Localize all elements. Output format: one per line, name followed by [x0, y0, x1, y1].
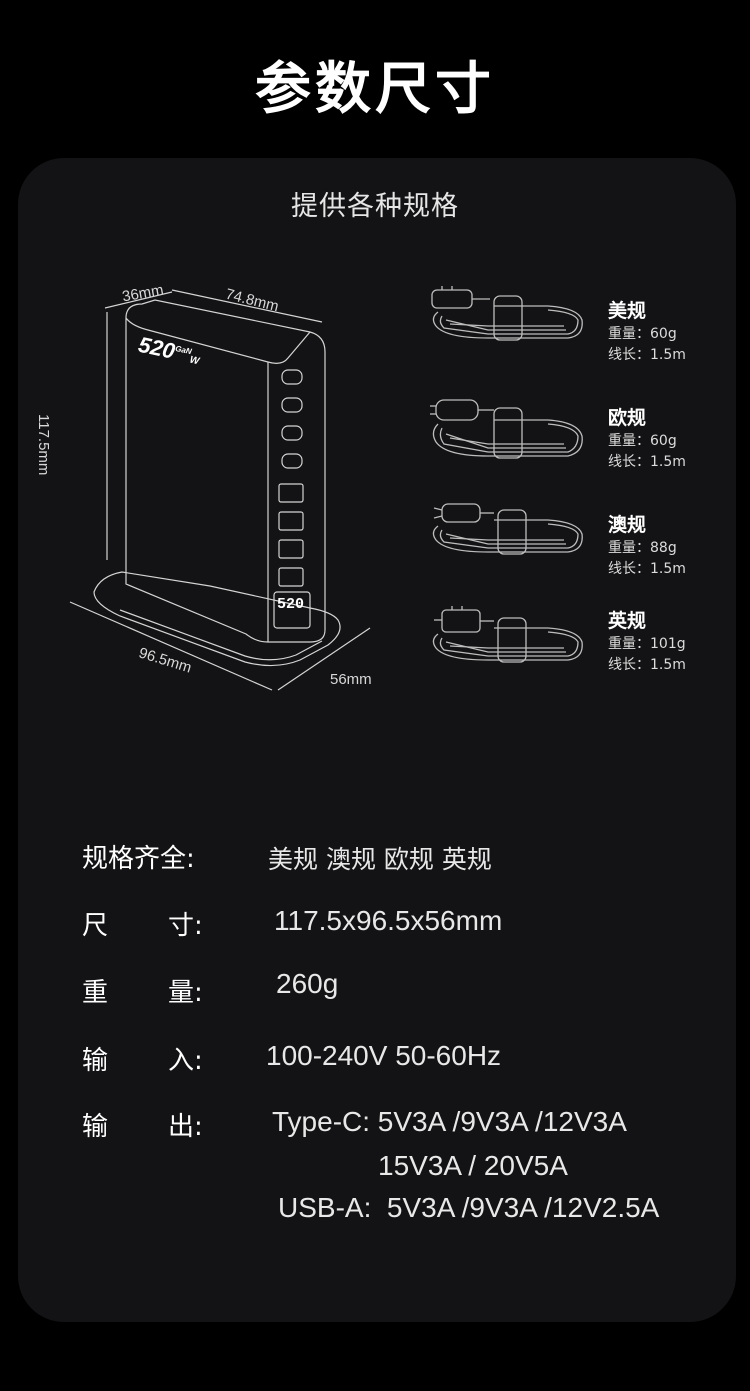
cable-name: 英规 — [608, 610, 647, 632]
port-usba-4 — [278, 567, 304, 587]
spec-key-2: 出: — [168, 1112, 203, 1142]
cable-weight: 重量：60g — [608, 326, 677, 342]
port-usba-2 — [278, 511, 304, 531]
cable-tie-uk — [497, 617, 527, 663]
cable-weight: 重量：88g — [608, 540, 677, 556]
cable-label-us: 美规 重量：60g 线长：1.5m — [608, 298, 686, 366]
cable-weight: 重量：101g — [608, 636, 686, 652]
cable-uk-drawing — [432, 606, 583, 663]
spec-value: 260g — [276, 968, 339, 999]
spec-key-1: 重 — [82, 978, 109, 1008]
spec-key-2: 量: — [168, 978, 203, 1008]
plug-eu — [435, 399, 479, 421]
port-typec-1 — [281, 369, 303, 385]
port-typec-3 — [281, 425, 303, 441]
spec-output-typec: Type-C: 5V3A /9V3A /12V3A — [272, 1106, 627, 1137]
plug-uk — [441, 609, 481, 633]
dim-line-width-top — [171, 289, 323, 323]
spec-key-2: 寸: — [168, 911, 203, 941]
spec-output-typec-2: 15V3A / 20V5A — [378, 1150, 568, 1181]
charger-device-drawing — [69, 289, 371, 691]
cable-label-au: 澳规 重量：88g 线长：1.5m — [608, 512, 686, 580]
charger-body — [125, 299, 326, 643]
cable-name: 美规 — [608, 300, 647, 322]
spec-key: 规格齐全: — [82, 844, 195, 874]
cable-length: 线长：1.5m — [608, 454, 686, 470]
card-subtitle: 提供各种规格 — [291, 191, 459, 222]
cable-tie-au — [497, 509, 527, 555]
dim-base-depth: 56mm — [330, 671, 372, 688]
spec-key-1: 输 — [82, 1112, 109, 1142]
brand-w: W — [188, 354, 201, 368]
spec-card — [18, 158, 736, 1322]
cable-label-eu: 欧规 重量：60g 线长：1.5m — [608, 405, 686, 473]
cable-eu-drawing — [430, 399, 583, 459]
port-typec-2 — [281, 397, 303, 413]
spec-value: 美规 澳规 欧规 英规 — [268, 845, 492, 874]
cable-us-drawing — [431, 286, 583, 341]
cable-length: 线长：1.5m — [608, 347, 686, 363]
dim-line-base-depth — [277, 627, 371, 691]
cable-name: 欧规 — [608, 407, 647, 429]
port-usba-1 — [278, 483, 304, 503]
dim-height: 117.5mm — [35, 414, 52, 476]
spec-value: 100-240V 50-60Hz — [266, 1040, 502, 1071]
plug-us — [431, 289, 473, 309]
cable-length: 线长：1.5m — [608, 561, 686, 577]
spec-key-1: 尺 — [82, 911, 109, 941]
cable-label-uk: 英规 重量：101g 线长：1.5m — [608, 608, 686, 676]
base-plate-edge — [119, 609, 323, 661]
spec-value: 117.5x96.5x56mm — [274, 905, 503, 936]
cable-au-drawing — [432, 503, 583, 555]
dim-line-base-length — [69, 601, 273, 691]
display-readout: 520 — [277, 596, 305, 613]
display-screen — [273, 591, 311, 629]
dim-line-depth-top — [104, 291, 173, 309]
port-typec-4 — [281, 453, 303, 469]
cable-length: 线长：1.5m — [608, 657, 686, 673]
plug-au — [441, 503, 481, 523]
spec-key-2: 入: — [168, 1046, 203, 1076]
cable-tie-us — [493, 295, 523, 341]
spec-key-1: 输 — [82, 1046, 109, 1076]
page-title: 参数尺寸 — [255, 57, 495, 122]
cable-tie-eu — [493, 407, 523, 459]
base-plate — [93, 571, 341, 667]
cable-name: 澳规 — [608, 514, 647, 536]
spec-output-usba: USB-A: 5V3A /9V3A /12V2.5A — [278, 1192, 660, 1223]
cable-weight: 重量：60g — [608, 433, 677, 449]
port-usba-3 — [278, 539, 304, 559]
